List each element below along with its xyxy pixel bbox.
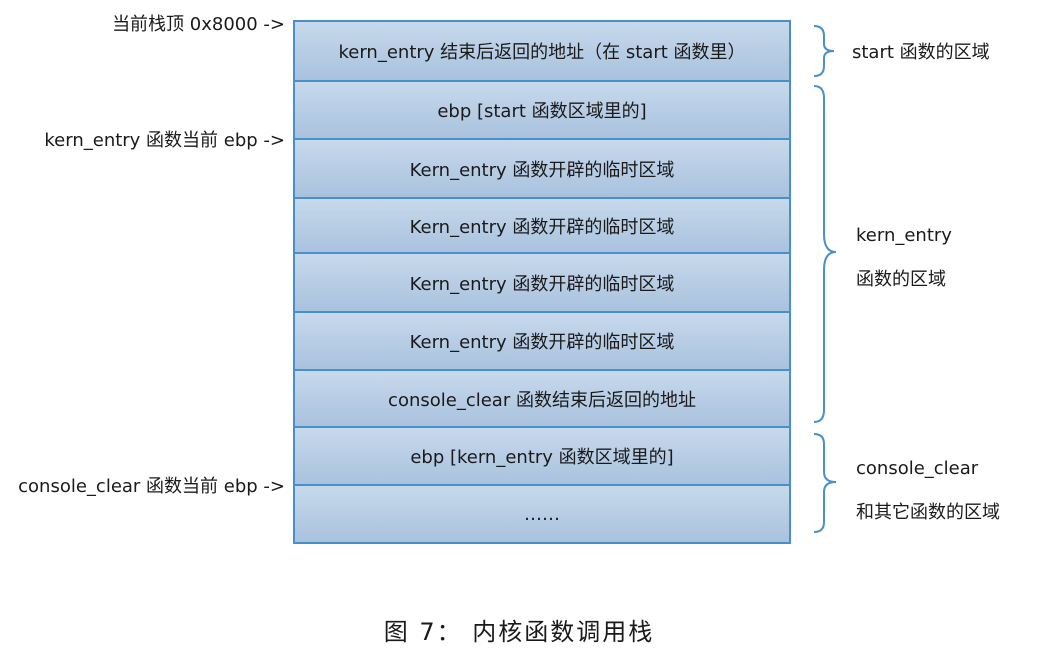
stack-cell-kern-entry-temp-1: Kern_entry 函数开辟的临时区域	[295, 140, 789, 199]
brace-start-region	[813, 25, 835, 77]
stack-cell-ellipsis: ……	[295, 486, 789, 542]
start-region-label: start 函数的区域	[852, 42, 990, 63]
kern-entry-ebp-label: kern_entry 函数当前 ebp ->	[44, 130, 285, 151]
stack-cell-return-address-start: kern_entry 结束后返回的地址（在 start 函数里）	[295, 22, 789, 82]
kern-entry-region-label-line2: 函数的区域	[856, 269, 946, 290]
stack-cell-ebp-start: ebp [start 函数区域里的]	[295, 82, 789, 140]
console-clear-ebp-label: console_clear 函数当前 ebp ->	[18, 476, 285, 497]
figure-caption: 图 7： 内核函数调用栈	[383, 618, 655, 646]
brace-console-clear-region	[813, 433, 837, 533]
stack-top-label: 当前栈顶 0x8000 ->	[112, 14, 285, 35]
kern-entry-region-label-line1: kern_entry	[856, 225, 952, 246]
stack-cell-kern-entry-temp-3: Kern_entry 函数开辟的临时区域	[295, 254, 789, 313]
stack-cell-ebp-kern-entry: ebp [kern_entry 函数区域里的]	[295, 428, 789, 486]
stack-cell-return-address-console-clear: console_clear 函数结束后返回的地址	[295, 371, 789, 428]
stack-cell-kern-entry-temp-4: Kern_entry 函数开辟的临时区域	[295, 313, 789, 371]
stack-cell-kern-entry-temp-2: Kern_entry 函数开辟的临时区域	[295, 199, 789, 254]
console-clear-region-label-line1: console_clear	[856, 458, 979, 479]
call-stack: kern_entry 结束后返回的地址（在 start 函数里） ebp [st…	[293, 20, 791, 544]
brace-kern-entry-region	[813, 85, 837, 423]
console-clear-region-label-line2: 和其它函数的区域	[856, 502, 1000, 523]
